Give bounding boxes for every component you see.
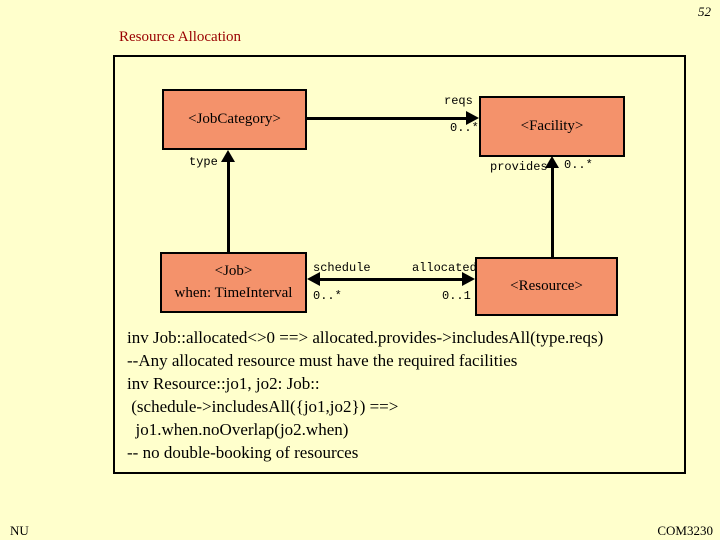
class-name-jobcategory: <JobCategory>	[188, 110, 281, 127]
class-name-facility: <Facility>	[520, 117, 584, 134]
constraint-line: -- no double-booking of resources	[127, 443, 359, 462]
class-name-resource: <Resource>	[510, 277, 583, 294]
constraint-line: inv Resource::jo1, jo2: Job::	[127, 374, 320, 393]
constraint-line: jo1.when.noOverlap(jo2.when)	[127, 420, 349, 439]
type-arrowhead-icon	[221, 150, 235, 162]
schedule-multiplicity-label: 0..*	[313, 289, 342, 303]
class-box-job: <Job> when: TimeInterval	[160, 252, 307, 313]
reqs-association-line	[305, 117, 468, 120]
ocl-constraints-block: inv Job::allocated<>0 ==> allocated.prov…	[127, 326, 702, 464]
schedule-arrowhead-icon	[307, 272, 320, 286]
class-box-jobcategory: <JobCategory>	[162, 89, 307, 150]
constraint-line: (schedule->includesAll({jo1,jo2}) ==>	[127, 397, 399, 416]
reqs-role-label: reqs	[444, 94, 473, 108]
footer-course-code: COM3230	[657, 523, 713, 538]
reqs-multiplicity-label: 0..*	[450, 121, 479, 135]
reqs-arrowhead-icon	[466, 111, 479, 125]
type-association-line	[227, 159, 230, 253]
footer-institution: NU	[10, 523, 29, 538]
allocated-multiplicity-label: 0..1	[442, 289, 471, 303]
provides-multiplicity-label: 0..*	[564, 158, 593, 172]
type-role-label: type	[189, 155, 218, 169]
slide-number: 52	[698, 4, 711, 19]
class-box-facility: <Facility>	[479, 96, 625, 157]
constraint-line: inv Job::allocated<>0 ==> allocated.prov…	[127, 328, 604, 347]
constraint-line: --Any allocated resource must have the r…	[127, 351, 518, 370]
schedule-role-label: schedule	[313, 261, 371, 275]
provides-role-label: provides	[490, 160, 548, 174]
slide-title: Resource Allocation	[119, 29, 242, 45]
allocated-role-label: allocated	[412, 261, 477, 275]
provides-arrowhead-icon	[545, 156, 559, 168]
provides-association-line	[551, 165, 554, 257]
class-name-job: <Job>	[214, 262, 253, 279]
class-box-resource: <Resource>	[475, 257, 618, 316]
class-attribute-job: when: TimeInterval	[174, 284, 293, 301]
schedule-allocated-association-line	[317, 278, 464, 281]
allocated-arrowhead-icon	[462, 272, 475, 286]
